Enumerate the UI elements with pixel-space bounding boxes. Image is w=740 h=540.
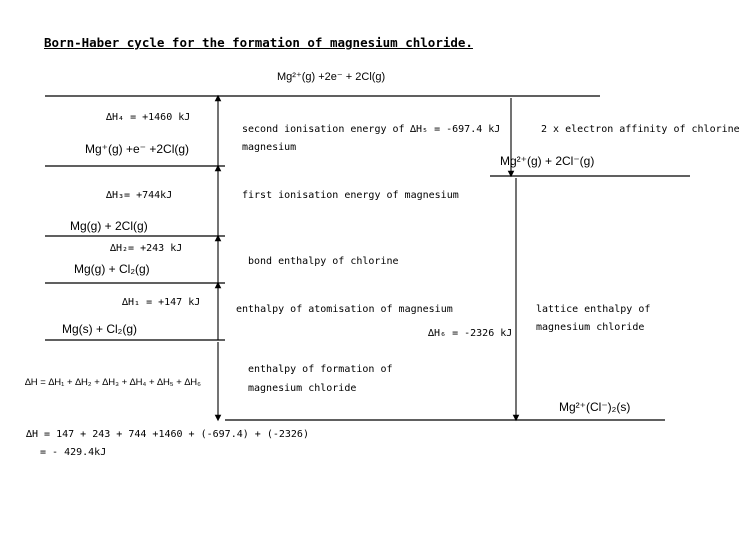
sum-equation: ∆H = ∆H₁ + ∆H₂ + ∆H₃ + ∆H₄ + ∆H₅ + ∆H₆ <box>25 377 201 388</box>
level-mg-s-cl2-label: Mg(s) + Cl₂(g) <box>62 322 137 336</box>
dh6-desc-line2: magnesium chloride <box>536 322 645 333</box>
page-title: Born-Haber cycle for the formation of ma… <box>44 35 473 50</box>
dh5-label: ∆H₅ = -697.4 kJ <box>410 124 501 135</box>
dh1-desc: enthalpy of atomisation of magnesium <box>236 304 453 315</box>
dh4-label: ∆H₄ = +1460 kJ <box>106 112 191 123</box>
dh4-desc-line1: second ionisation energy of <box>242 124 405 135</box>
dh3-label: ∆H₃= +744kJ <box>106 190 173 201</box>
level-mg-g-cl2-label: Mg(g) + Cl₂(g) <box>74 262 150 276</box>
dh6-desc-line1: lattice enthalpy of <box>536 304 651 315</box>
born-haber-diagram: Born-Haber cycle for the formation of ma… <box>25 35 740 458</box>
calc-equation: ∆H = 147 + 243 + 744 +1460 + (-697.4) + … <box>26 429 309 440</box>
level-mg-plus-label: Mg⁺(g) +e⁻ +2Cl(g) <box>85 142 190 156</box>
dh2-desc: bond enthalpy of chlorine <box>248 256 399 267</box>
level-mg-g-cl-label: Mg(g) + 2Cl(g) <box>70 219 148 233</box>
result-equation: = - 429.4kJ <box>40 447 107 458</box>
level-top-label: Mg²⁺(g) +2e⁻ + 2Cl(g) <box>277 71 386 83</box>
level-mg-ions-label: Mg²⁺(g) + 2Cl⁻(g) <box>500 154 595 168</box>
dh6-label: ∆H₆ = -2326 kJ <box>428 328 513 339</box>
dh5-desc: 2 x electron affinity of chlorine <box>541 124 740 135</box>
dh1-label: ∆H₁ = +147 kJ <box>122 297 201 308</box>
dh4-desc-line2: magnesium <box>242 142 297 153</box>
formation-desc-line1: enthalpy of formation of <box>248 364 393 375</box>
cycle-lines <box>45 94 690 422</box>
formation-desc-line2: magnesium chloride <box>248 383 357 394</box>
level-product-label: Mg²⁺(Cl⁻)₂(s) <box>559 400 631 414</box>
dh3-desc: first ionisation energy of magnesium <box>242 190 459 201</box>
dh2-label: ∆H₂= +243 kJ <box>110 243 183 254</box>
